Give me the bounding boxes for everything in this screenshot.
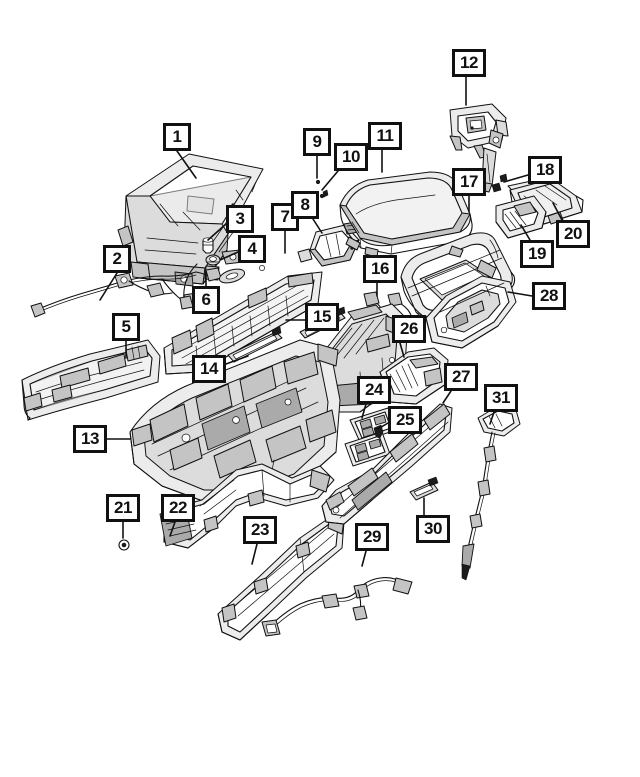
leader-line-31 (489, 411, 495, 425)
part-11-armrest-lid (339, 171, 473, 258)
callout-2-console-wiring-harness[interactable]: 2 (103, 245, 131, 273)
callout-14-console-trim-strip[interactable]: 14 (192, 355, 226, 383)
callout-24-console-switch-bezel[interactable]: 24 (357, 376, 391, 404)
part-19-tray-divider (495, 195, 547, 239)
part-21-push-pin (118, 539, 130, 551)
part-10-stud (322, 189, 329, 198)
callout-20-console-lid-liner[interactable]: 20 (556, 220, 590, 248)
part-23-duct-extension (217, 513, 345, 641)
callout-16-console-jumper-harness[interactable]: 16 (363, 255, 397, 283)
callout-19-console-tray-divider[interactable]: 19 (520, 240, 554, 268)
leader-line-20 (552, 202, 563, 221)
callout-28-console-top-bezel[interactable]: 28 (532, 282, 566, 310)
leader-line-28 (507, 291, 533, 297)
callout-29-console-lower-wiring-harness[interactable]: 29 (355, 523, 389, 551)
part-13-base-frame (129, 339, 341, 501)
part-2-wiring-harness (30, 267, 222, 318)
callout-26-console-bracket-support[interactable]: 26 (392, 315, 426, 343)
callout-6-console-side-panel-left[interactable]: 6 (192, 286, 220, 314)
callout-22-console-rear-air-duct[interactable]: 22 (161, 494, 195, 522)
callout-10-console-screw-stud[interactable]: 10 (334, 143, 368, 171)
part-22-rear-air-duct (159, 463, 335, 549)
callout-23-console-lower-duct-extension[interactable]: 23 (243, 516, 277, 544)
callout-4-console-grommet[interactable]: 4 (238, 235, 266, 263)
callout-5-console-rear-trim-panel[interactable]: 5 (112, 313, 140, 341)
callout-15-console-center-body[interactable]: 15 (305, 303, 339, 331)
leader-line-26 (399, 342, 405, 358)
part-9-screw (315, 179, 325, 199)
part-6-side-panel (163, 265, 323, 375)
leader-line-2 (99, 272, 118, 301)
callout-12-console-latch-bracket[interactable]: 12 (452, 49, 486, 77)
part-4-grommet (205, 254, 221, 266)
leader-line-27 (442, 390, 452, 404)
callout-1-console-storage-bin[interactable]: 1 (163, 123, 191, 151)
part-29-lower-harness (261, 577, 413, 637)
leader-line-14 (225, 355, 249, 365)
leader-line-19 (520, 224, 531, 241)
leader-line-8 (312, 218, 323, 234)
callout-21-console-push-pin[interactable]: 21 (106, 494, 140, 522)
leader-line-4 (219, 251, 239, 261)
callout-8-console-cup-holder-insert[interactable]: 8 (291, 191, 319, 219)
leader-line-24 (361, 403, 367, 419)
callout-27-console-side-trim-right[interactable]: 27 (444, 363, 478, 391)
part-5-rear-trim-panel (21, 339, 161, 421)
callout-25-console-mounting-screw[interactable]: 25 (388, 406, 422, 434)
callout-13-console-base-frame[interactable]: 13 (73, 425, 107, 453)
leader-line-23 (251, 543, 258, 565)
part-12-latch-bracket (449, 103, 509, 193)
callout-30-console-clip-small[interactable]: 30 (416, 515, 450, 543)
part-31-shifter-cable (461, 405, 521, 581)
callout-31-console-shifter-cable[interactable]: 31 (484, 384, 518, 412)
leader-line-18 (503, 174, 529, 183)
part-3-bushing (202, 237, 214, 254)
part-26-bracket-support (379, 347, 449, 405)
part-24-switch-bezel (344, 407, 397, 467)
callout-17-console-armrest-frame[interactable]: 17 (452, 168, 486, 196)
part-14-trim-strip (227, 326, 283, 363)
leader-line-10 (321, 170, 339, 191)
leader-line-3 (207, 223, 227, 241)
callout-9-console-screw-small[interactable]: 9 (303, 128, 331, 156)
part-30-small-clip (409, 476, 439, 501)
leader-line-29 (361, 550, 367, 567)
leader-line-22 (169, 521, 176, 537)
part-28-top-bezel (425, 275, 517, 349)
part-6-connector (179, 263, 246, 310)
callout-3-console-bushing[interactable]: 3 (226, 205, 254, 233)
leader-line-1 (176, 150, 197, 179)
callout-18-console-hinge-plate[interactable]: 18 (528, 156, 562, 184)
part-27-side-trim-right (321, 403, 453, 525)
part-8-cupholder-insert (309, 221, 360, 267)
callout-11-console-armrest-lid[interactable]: 11 (368, 122, 402, 150)
part-7-retainer-clip (297, 248, 313, 263)
leader-line-25 (377, 422, 389, 430)
